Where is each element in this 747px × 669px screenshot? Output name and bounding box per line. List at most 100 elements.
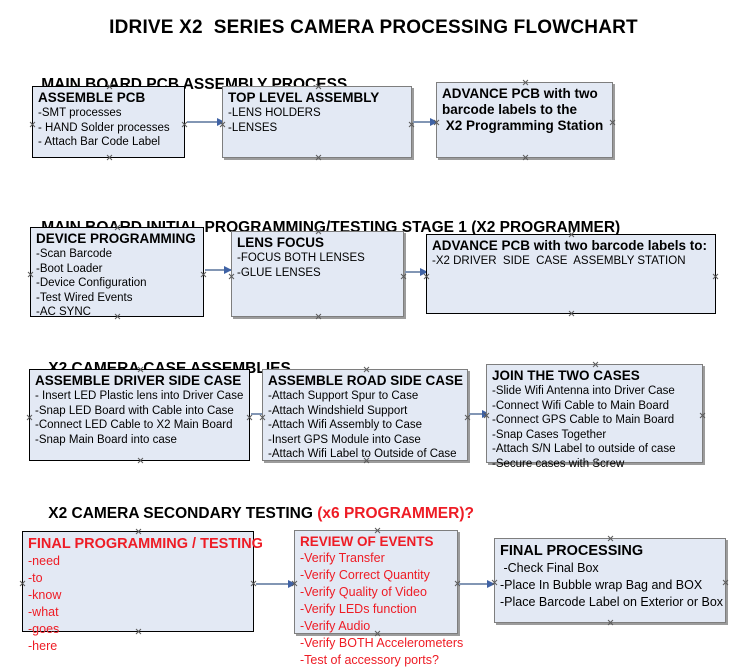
resize-handle-left[interactable]: [26, 414, 33, 421]
resize-handle-right[interactable]: [609, 119, 616, 126]
node-assemble-pcb[interactable]: ASSEMBLE PCB -SMT processes - HAND Solde…: [32, 86, 185, 158]
node-line: -Verify BOTH Accelerometers: [300, 636, 464, 650]
node-line-overflow: -Test of accessory ports?: [300, 653, 439, 667]
resize-handle-top[interactable]: [363, 366, 370, 373]
node-line: -goes: [28, 622, 60, 636]
resize-handle-right[interactable]: [699, 412, 706, 419]
node-final-processing[interactable]: FINAL PROCESSING -Check Final Box -Place…: [494, 538, 726, 623]
resize-handle-bottom[interactable]: [137, 457, 144, 464]
node-line: -Snap Cases Together: [492, 428, 607, 441]
resize-handle-right[interactable]: [400, 273, 407, 280]
node-line: -Connect LED Cable to X2 Main Board: [35, 419, 233, 431]
node-line: -Snap LED Board with Cable into Case: [35, 404, 234, 417]
node-top-level-assembly[interactable]: TOP LEVEL ASSEMBLY -LENS HOLDERS -LENSES: [222, 86, 412, 158]
node-line: -Attach Support Spur to Case: [268, 390, 419, 402]
node-lens-focus[interactable]: LENS FOCUS -FOCUS BOTH LENSES -GLUE LENS…: [231, 231, 404, 317]
resize-handle-left[interactable]: [19, 580, 26, 587]
node-line: -Attach Wifi Assembly to Case: [268, 419, 423, 431]
node-title: LENS FOCUS: [237, 235, 325, 250]
node-title: TOP LEVEL ASSEMBLY: [228, 90, 380, 105]
resize-handle-right[interactable]: [246, 414, 253, 421]
section-heading-4: X2 CAMERA SECONDARY TESTING (x6 PROGRAMM…: [31, 487, 474, 541]
node-line: -AC SYNC: [36, 306, 91, 318]
resize-handle-bottom[interactable]: [315, 313, 322, 320]
node-line: -Boot Loader: [36, 262, 103, 275]
node-line: - Attach Bar Code Label: [38, 136, 161, 148]
arrow-head-icon: [487, 580, 495, 588]
node-title: ASSEMBLE DRIVER SIDE CASE: [35, 373, 242, 388]
connector-arrow: [413, 118, 438, 126]
node-device-programming[interactable]: DEVICE PROGRAMMING -Scan Barcode -Boot L…: [27, 227, 207, 318]
resize-handle-right[interactable]: [712, 273, 719, 280]
node-line: -Verify Audio: [300, 619, 371, 633]
resize-handle-bottom[interactable]: [607, 619, 614, 626]
node-line: -Verify LEDs function: [300, 602, 417, 616]
node-line: -Secure cases with Screw: [492, 457, 625, 470]
node-title: ADVANCE PCB with two barcode labels to:: [432, 238, 708, 253]
node-line: -Verify Transfer: [300, 551, 385, 565]
node-advance-pcb-driver-side-station[interactable]: ADVANCE PCB with two barcode labels to: …: [426, 234, 716, 314]
section-heading-4-accent: (x6 PROGRAMMER)?: [317, 505, 474, 522]
node-title: FINAL PROCESSING: [500, 543, 644, 559]
node-line: - HAND Solder processes: [38, 121, 170, 134]
resize-handle-top[interactable]: [522, 79, 529, 86]
resize-handle-right[interactable]: [200, 271, 207, 278]
node-line: -GLUE LENSES: [237, 266, 321, 279]
connector-arrow: [459, 580, 495, 588]
node-line: - Insert LED Plastic lens into Driver Ca…: [35, 390, 244, 402]
section-heading-4-text: X2 CAMERA SECONDARY TESTING: [48, 505, 318, 522]
connector-arrow: [256, 580, 296, 588]
node-line: -need: [28, 554, 60, 568]
resize-handle-bottom[interactable]: [522, 154, 529, 161]
resize-handle-top[interactable]: [592, 361, 599, 368]
arrow-head-icon: [224, 266, 232, 274]
resize-handle-left[interactable]: [228, 273, 235, 280]
resize-handle-left[interactable]: [259, 414, 266, 421]
node-line: -Snap Main Board into case: [35, 433, 177, 446]
arrow-head-icon: [420, 268, 428, 276]
resize-handle-top[interactable]: [607, 535, 614, 542]
connector-arrow: [205, 266, 232, 274]
node-line: -Attach Windshield Support: [268, 404, 408, 417]
node-title: FINAL PROGRAMMING / TESTING: [28, 536, 263, 552]
connector-arrow: [187, 118, 225, 126]
node-line: -LENS HOLDERS: [228, 107, 321, 119]
node-title: ASSEMBLE ROAD SIDE CASE: [268, 373, 464, 388]
node-line: -know: [28, 588, 62, 602]
node-line: -Scan Barcode: [36, 248, 113, 260]
node-review-of-events[interactable]: REVIEW OF EVENTS -Verify Transfer -Verif…: [294, 530, 463, 667]
arrow-head-icon: [217, 118, 225, 126]
node-line: -SMT processes: [38, 107, 122, 119]
node-line: -Check Final Box: [500, 561, 599, 575]
node-final-programming-testing[interactable]: FINAL PROGRAMMING / TESTING -need -to -k…: [19, 531, 263, 653]
node-line: -Attach Wifi Label to Outside of Case: [268, 448, 457, 460]
arrow-head-icon: [288, 580, 296, 588]
resize-handle-left[interactable]: [27, 271, 34, 278]
arrow-head-icon: [430, 118, 438, 126]
node-line: -LENSES: [228, 121, 278, 134]
node-line: -Verify Correct Quantity: [300, 568, 430, 582]
resize-handle-bottom[interactable]: [106, 154, 113, 161]
node-line: -X2 DRIVER SIDE CASE ASSEMBLY STATION: [432, 255, 686, 267]
connector-arrow: [405, 268, 428, 276]
node-assemble-road-side-case[interactable]: ASSEMBLE ROAD SIDE CASE -Attach Support …: [262, 369, 468, 461]
node-line: -Attach S/N Label to outside of case: [492, 443, 676, 455]
node-advance-pcb-programming-station[interactable]: ADVANCE PCB with two barcode labels to t…: [436, 82, 613, 158]
node-assemble-driver-side-case[interactable]: ASSEMBLE DRIVER SIDE CASE - Insert LED P…: [29, 369, 250, 461]
node-join-the-two-cases[interactable]: JOIN THE TWO CASES -Slide Wifi Antenna i…: [486, 361, 706, 470]
node-line: -Test Wired Events: [36, 291, 133, 304]
resize-handle-left[interactable]: [29, 121, 36, 128]
resize-handle-right[interactable]: [722, 579, 729, 586]
node-line: -here: [28, 639, 58, 653]
node-line: -FOCUS BOTH LENSES: [237, 252, 365, 264]
resize-handle-right[interactable]: [464, 414, 471, 421]
node-line: -Insert GPS Module into Case: [268, 433, 421, 446]
resize-handle-bottom[interactable]: [568, 310, 575, 317]
resize-handle-bottom[interactable]: [315, 154, 322, 161]
page-title: IDRIVE X2 SERIES CAMERA PROCESSING FLOWC…: [109, 17, 638, 38]
node-title: ADVANCE PCB with two: [442, 86, 598, 101]
node-title: DEVICE PROGRAMMING: [36, 231, 196, 246]
node-line: X2 Programming Station: [442, 118, 604, 133]
node-line: barcode labels to the: [442, 102, 578, 117]
